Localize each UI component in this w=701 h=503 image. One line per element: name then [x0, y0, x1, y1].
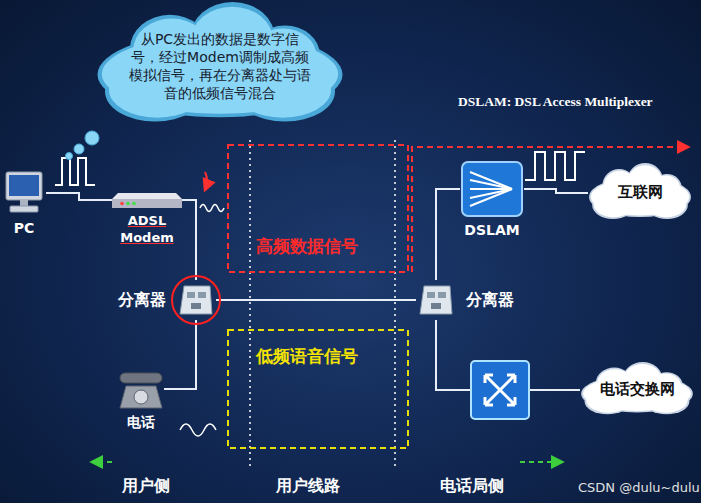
splitter: 分离器 — [118, 280, 216, 320]
modem-icon — [112, 190, 182, 210]
pc-computer: PC — [2, 170, 46, 237]
thought-bubble — [74, 144, 84, 154]
device-label: 电话 — [127, 413, 155, 431]
line-connector — [182, 200, 196, 280]
abbreviation-note: DSLAM: DSL Access Multiplexer — [458, 94, 653, 110]
device-label: ADSL Modem — [116, 213, 178, 247]
watermark: CSDN @dulu~dulu — [578, 480, 700, 496]
line-connector — [436, 189, 460, 280]
direction-arrow — [92, 461, 112, 463]
device-label: 分离器 — [118, 290, 166, 311]
device-label: 分离器 — [466, 290, 514, 311]
callout-cloud: 从PC发出的数据是数字信号，经过Modem调制成高频模拟信号，再在分离器处与语音… — [95, 2, 345, 130]
adsl-modem: ADSL Modem — [112, 190, 182, 247]
zone-name: 电话局侧 — [440, 476, 504, 495]
divider-line — [249, 140, 251, 470]
zone-name: 用户线路 — [276, 476, 340, 495]
cloud-outline — [95, 2, 345, 130]
signal-name: 低频语音信号 — [256, 346, 358, 366]
signal-name: 高频数据信号 — [256, 236, 358, 256]
thought-bubble — [66, 153, 73, 160]
device-label: DSLAM — [464, 221, 519, 239]
telephone-network-cloud: 电话交换网 — [580, 362, 694, 418]
dslam-icon — [460, 160, 524, 218]
cloud-text: 电话交换网 — [600, 380, 675, 400]
zone-name: 用户侧 — [122, 476, 170, 495]
splitter-icon — [176, 280, 216, 320]
internet-cloud: 互联网 — [588, 163, 692, 223]
cloud-text: 从PC发出的数据是数字信号，经过Modem调制成高频模拟信号，再在分离器处与语音… — [127, 30, 313, 103]
dslam: DSLAM — [460, 160, 524, 239]
analog-low-wave — [180, 424, 216, 436]
highlight-circle — [172, 276, 220, 324]
line-connector — [524, 189, 588, 193]
phone-icon — [118, 368, 164, 410]
digital-square-wave — [525, 152, 585, 180]
data-signal-region — [228, 145, 408, 272]
line-connector — [46, 193, 112, 200]
line-connector — [164, 320, 196, 389]
digital-square-wave — [55, 158, 95, 185]
direction-arrow — [520, 461, 562, 463]
telephone: 电话 — [118, 368, 164, 431]
line-connector — [216, 299, 416, 301]
divider-line — [394, 140, 396, 470]
switch-icon — [471, 361, 529, 419]
device-label: PC — [14, 219, 35, 237]
voice-signal-region — [228, 330, 408, 448]
cloud-text: 互联网 — [618, 183, 663, 203]
splitter-icon — [416, 280, 456, 320]
thought-bubble — [85, 131, 99, 145]
analog-high-wave — [200, 205, 224, 212]
pc-icon — [2, 170, 46, 216]
splitter: 分离器 — [416, 280, 514, 320]
red-pointer-arrow — [205, 172, 207, 190]
